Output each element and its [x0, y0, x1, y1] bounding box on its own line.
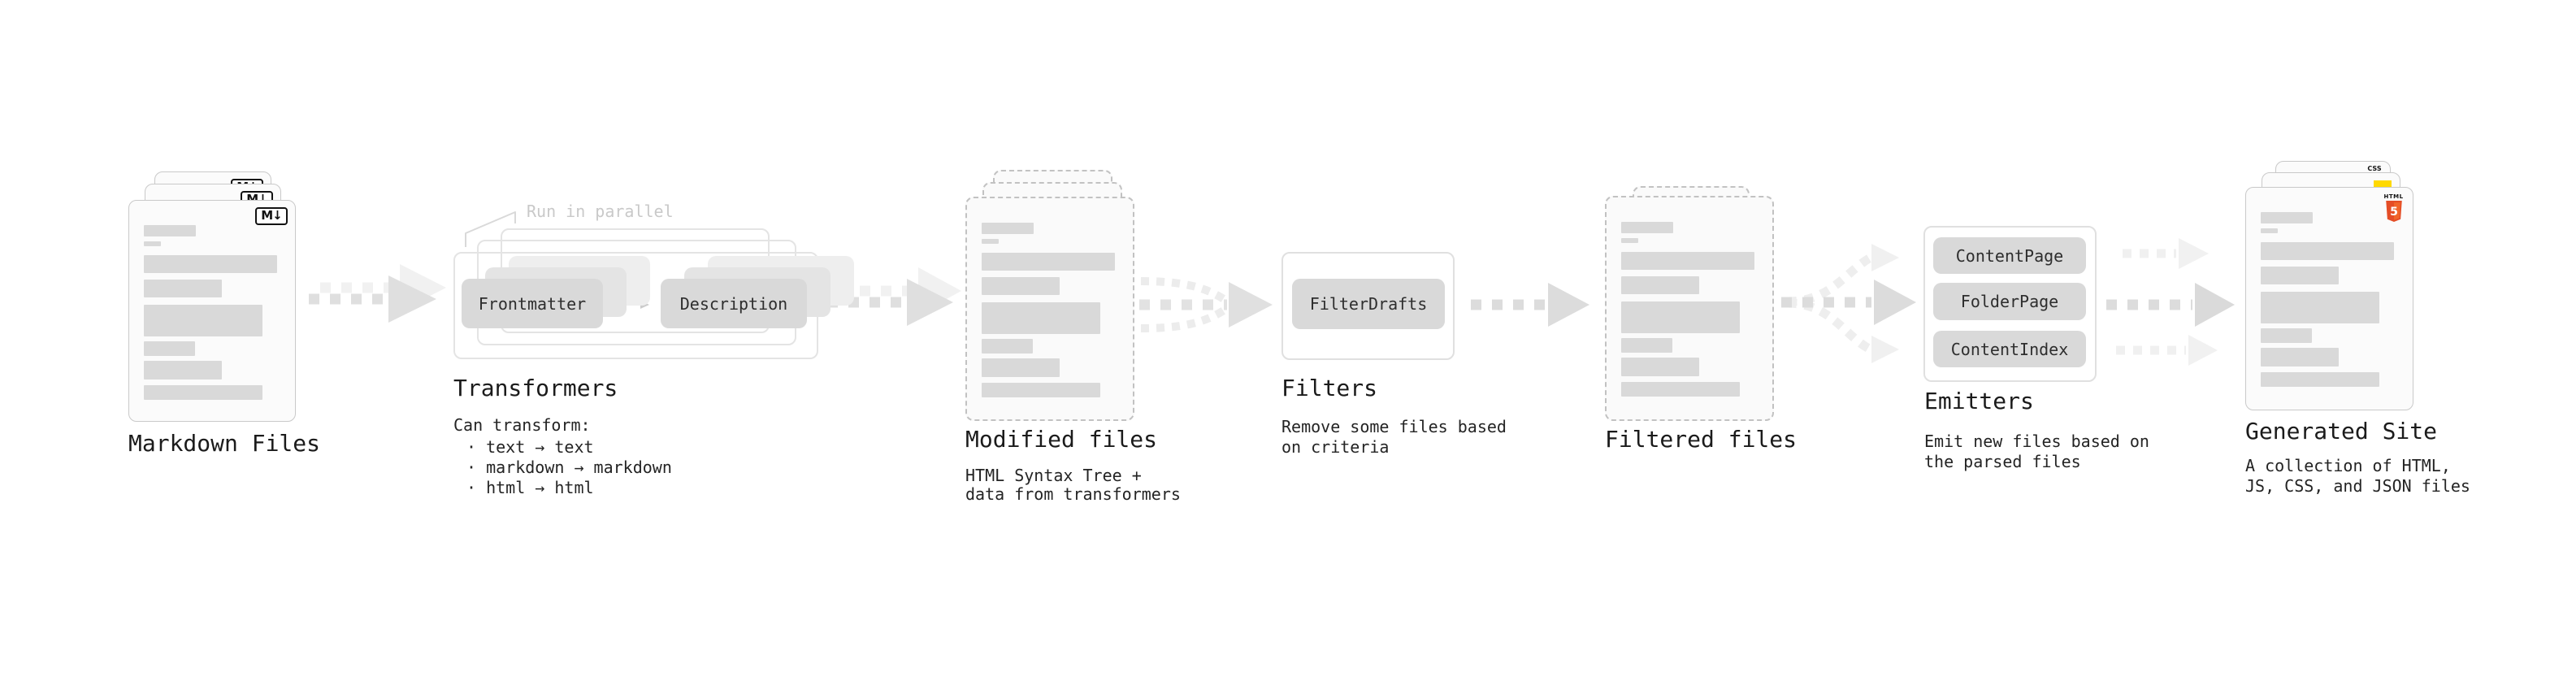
text-placeholder-bar — [2261, 328, 2312, 343]
text-placeholder-bar — [1621, 358, 1699, 376]
text-placeholder-bar — [982, 277, 1060, 295]
emitter-box-folderpage: FolderPage — [1933, 283, 2086, 320]
text-placeholder-bar — [144, 280, 222, 297]
filters-desc: on criteria — [1281, 437, 1390, 457]
emitter-box-contentindex: ContentIndex — [1933, 331, 2086, 367]
text-placeholder-bar — [1621, 276, 1699, 294]
file-card-front — [965, 197, 1134, 421]
text-placeholder-bar — [2261, 242, 2394, 260]
arrow-filters-to-filtered — [1471, 283, 1589, 327]
text-placeholder-bar — [1621, 222, 1673, 233]
html5-icon: HTML 5 — [2383, 193, 2405, 225]
text-placeholder-bar — [982, 302, 1100, 334]
text-placeholder-bar — [2261, 228, 2278, 233]
text-placeholder-bar — [2261, 292, 2379, 323]
modified-files-label: Modified files — [965, 426, 1158, 453]
js-icon — [2374, 180, 2392, 189]
text-placeholder-bar — [144, 241, 161, 246]
filters-heading: Filters — [1281, 375, 1378, 401]
text-placeholder-bar — [1621, 301, 1740, 333]
text-placeholder-bar — [144, 385, 262, 400]
transformer-box-description: Description — [661, 279, 807, 328]
text-placeholder-bar — [1621, 238, 1638, 243]
text-placeholder-bar — [144, 361, 222, 380]
text-placeholder-bar — [982, 383, 1100, 397]
file-card-front — [1605, 196, 1774, 421]
transformers-bullet: · markdown → markdown — [466, 458, 672, 477]
text-placeholder-bar — [1621, 338, 1672, 353]
text-placeholder-bar — [982, 339, 1033, 354]
arrow-modified-to-filters — [1139, 277, 1273, 332]
filters-desc: Remove some files based — [1281, 417, 1507, 436]
transformers-bullet: · text → text — [466, 437, 594, 457]
generated-site-desc: JS, CSS, and JSON files — [2245, 476, 2470, 496]
text-placeholder-bar — [1621, 252, 1754, 270]
file-card-front: M↓ — [128, 200, 296, 422]
emitters-desc: the parsed files — [1924, 452, 2081, 471]
transformer-box-frontmatter: Frontmatter — [462, 279, 603, 328]
generated-site-label: Generated Site — [2245, 418, 2438, 445]
generated-site-desc: A collection of HTML, — [2245, 456, 2451, 475]
text-placeholder-bar — [2261, 212, 2313, 223]
file-card-html: HTML 5 — [2245, 187, 2413, 410]
transformers-heading: Transformers — [453, 375, 618, 401]
text-placeholder-bar — [1621, 382, 1740, 397]
text-placeholder-bar — [144, 341, 195, 356]
arrow-filtered-to-emitters — [1781, 244, 1916, 363]
modified-files-desc: data from transformers — [965, 484, 1181, 504]
emitters-desc: Emit new files based on — [1924, 432, 2149, 451]
text-placeholder-bar — [2261, 348, 2339, 367]
filtered-files-label: Filtered files — [1605, 426, 1798, 453]
arrow-markdown-to-transformers — [309, 264, 446, 323]
text-placeholder-bar — [144, 305, 262, 336]
text-placeholder-bar — [982, 358, 1060, 377]
run-in-parallel-annotation: Run in parallel — [527, 202, 674, 221]
emitter-box-contentpage: ContentPage — [1933, 237, 2086, 274]
svg-text:5: 5 — [2390, 206, 2398, 219]
markdown-icon: M↓ — [255, 207, 288, 225]
text-placeholder-bar — [2261, 372, 2379, 387]
arrow-emitters-to-generated — [2106, 238, 2235, 366]
modified-files-desc: HTML Syntax Tree + — [965, 466, 1142, 485]
text-placeholder-bar — [982, 239, 999, 244]
transformers-bullet: · html → html — [466, 478, 594, 497]
run-in-parallel-callout-line — [465, 211, 516, 247]
filter-box-filterdrafts: FilterDrafts — [1292, 279, 1445, 329]
arrow-transformers-to-modified — [827, 267, 961, 326]
transformers-desc-title: Can transform: — [453, 415, 591, 435]
markdown-files-label: Markdown Files — [128, 430, 321, 457]
emitters-heading: Emitters — [1924, 388, 2034, 414]
text-placeholder-bar — [982, 223, 1034, 234]
text-placeholder-bar — [2261, 267, 2339, 284]
text-placeholder-bar — [144, 225, 196, 236]
text-placeholder-bar — [144, 255, 277, 273]
text-placeholder-bar — [982, 253, 1115, 271]
